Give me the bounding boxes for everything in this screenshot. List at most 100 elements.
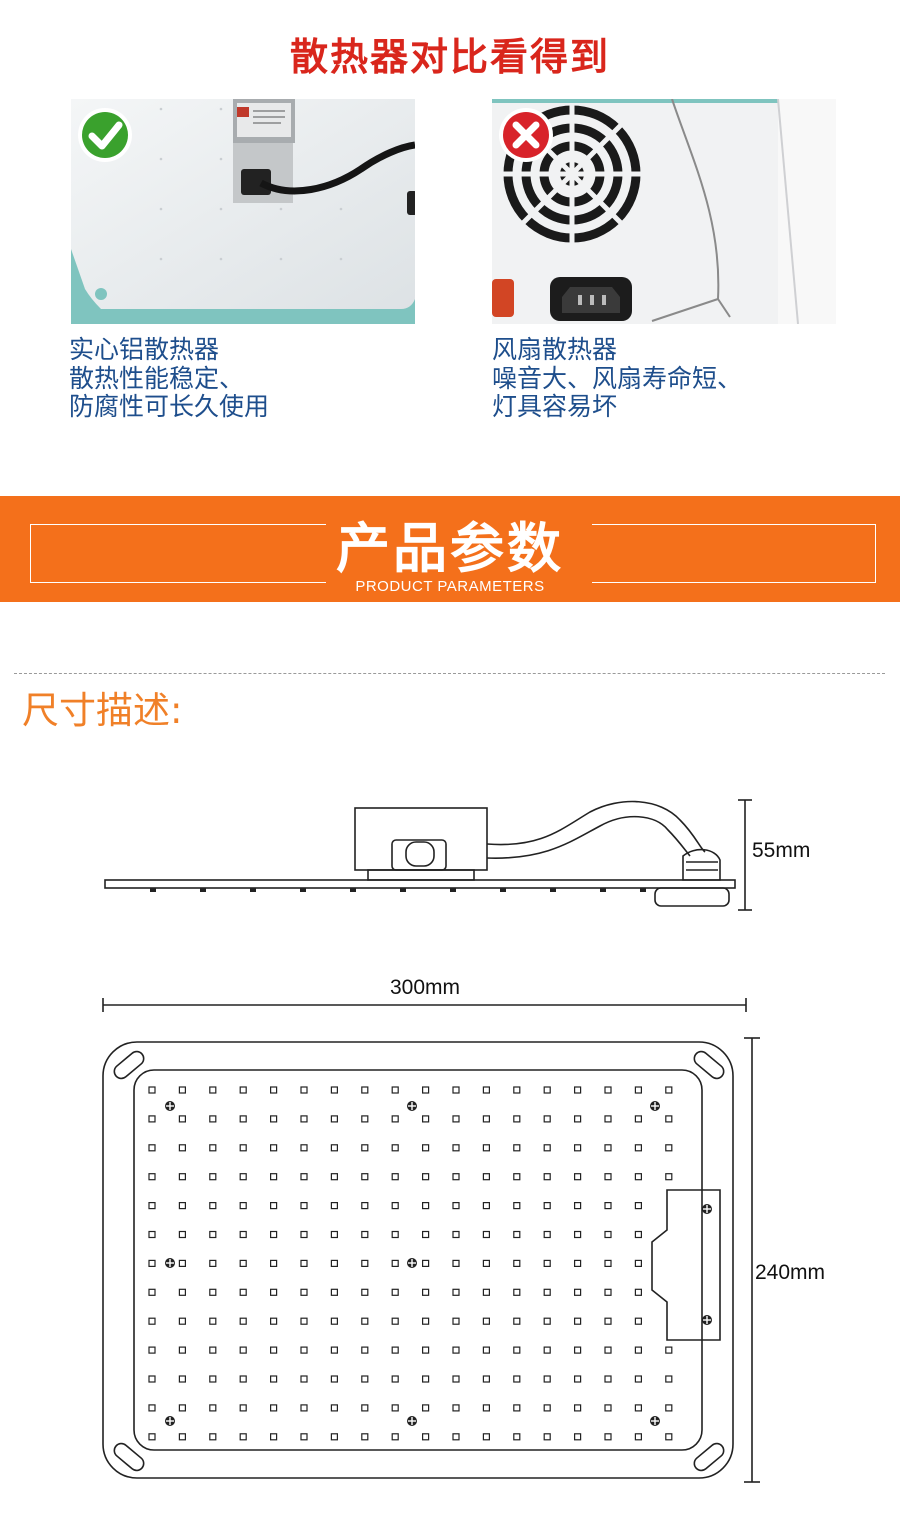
led-square [634,1317,643,1325]
led-square [422,1230,430,1239]
led-square [422,1433,430,1441]
led-square [361,1230,369,1239]
led-square [665,1433,673,1441]
led-square [422,1144,430,1152]
led-square [573,1404,582,1412]
height-dimension: 55mm [752,839,811,862]
led-square [330,1375,338,1383]
led-square [178,1404,186,1412]
led-square [665,1173,673,1181]
banner-frame-line [30,524,326,525]
led-square [391,1230,399,1239]
led-square [148,1173,156,1181]
led-square [148,1404,156,1412]
led-square [634,1346,643,1354]
led-square [452,1230,460,1239]
description-line: 防腐性可长久使用 [69,392,270,421]
led-square [209,1404,217,1412]
led-square [573,1375,582,1383]
led-square [452,1115,460,1123]
led-square [452,1144,460,1152]
led-square [391,1317,399,1325]
led-square [178,1317,186,1325]
led-square [391,1086,399,1094]
led-square [300,1346,308,1354]
led-square [148,1346,156,1354]
led-square [178,1433,186,1441]
led-square [270,1173,278,1181]
led-square [482,1144,490,1152]
led-square [634,1115,643,1123]
led-square [604,1115,612,1123]
led-square [239,1317,247,1325]
led-square [239,1288,247,1296]
led-square [482,1404,490,1412]
led-square [422,1086,430,1094]
led-square [361,1202,369,1210]
fan-heatsink-description: 风扇散热器 噪音大、风扇寿命短、 灯具容易坏 [492,335,742,422]
led-square [239,1144,247,1152]
led-square [452,1404,460,1412]
led-square [148,1259,156,1267]
led-square [452,1433,460,1441]
led-square [634,1230,643,1239]
banner-frame-line [592,582,876,583]
led-square [178,1288,186,1296]
led-square [573,1202,582,1210]
led-square [543,1288,551,1296]
led-square [148,1202,156,1210]
led-square [543,1230,551,1239]
led-square [452,1317,460,1325]
led-square [482,1317,490,1325]
led-square [391,1115,399,1123]
led-square [330,1144,338,1152]
led-square [209,1375,217,1383]
led-square [391,1433,399,1441]
led-square [239,1230,247,1239]
led-square [543,1317,551,1325]
led-square [543,1086,551,1094]
led-square [482,1230,490,1239]
section-divider [14,673,885,674]
led-square [482,1173,490,1181]
led-square [604,1202,612,1210]
led-square [300,1404,308,1412]
led-square [513,1202,521,1210]
led-square [604,1173,612,1181]
led-square [270,1144,278,1152]
led-square [634,1288,643,1296]
led-square [604,1086,612,1094]
led-square [665,1115,673,1123]
led-square [665,1375,673,1383]
led-square [361,1433,369,1441]
led-square [482,1086,490,1094]
led-square [178,1259,186,1267]
led-square [573,1086,582,1094]
led-square [573,1230,582,1239]
led-square [209,1288,217,1296]
led-square [482,1433,490,1441]
led-square [543,1144,551,1152]
led-square [300,1173,308,1181]
led-square [634,1259,643,1267]
led-square [270,1346,278,1354]
led-square [148,1288,156,1296]
led-square [391,1404,399,1412]
led-square [543,1173,551,1181]
top-view-drawing [102,998,760,1483]
led-square [178,1202,186,1210]
aluminium-heatsink-photo [71,99,415,324]
led-square [239,1346,247,1354]
led-square [452,1173,460,1181]
description-line: 灯具容易坏 [492,392,618,421]
led-square [452,1346,460,1354]
led-square [209,1259,217,1267]
led-square [573,1433,582,1441]
led-square [361,1144,369,1152]
led-square [209,1115,217,1123]
led-square [422,1173,430,1181]
led-square [300,1202,308,1210]
fan-heatsink-photo [492,99,836,324]
led-square [452,1288,460,1296]
led-square [422,1404,430,1412]
